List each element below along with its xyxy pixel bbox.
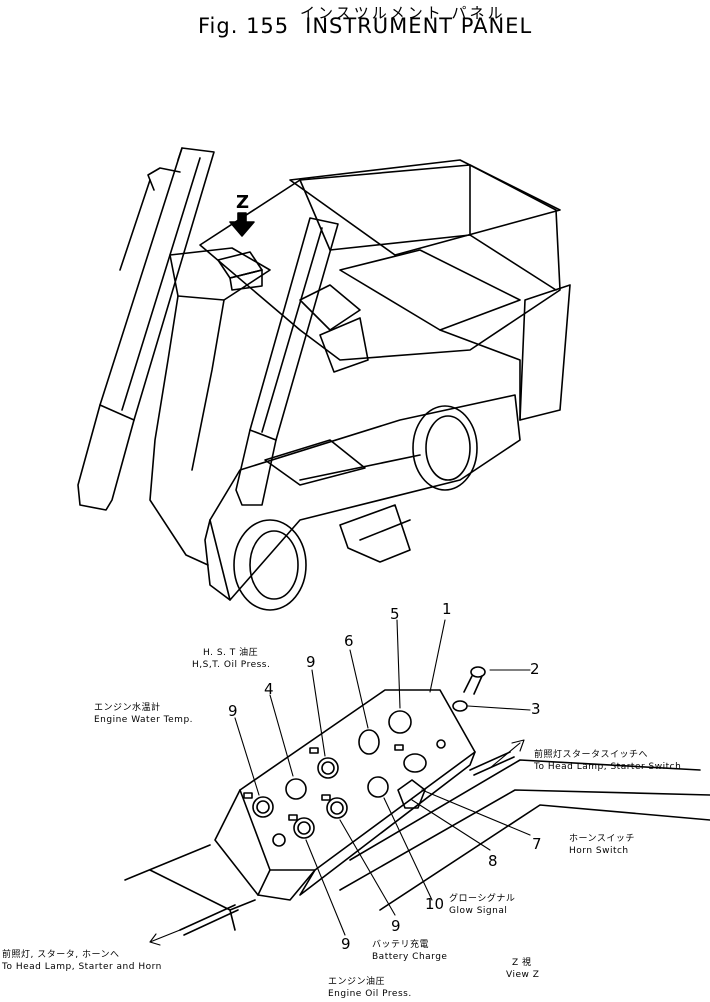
label-head-right-jp: 前照灯スタータスイッチへ — [534, 750, 649, 760]
callout-9-battery: 9 — [391, 917, 401, 935]
lamp-4 — [285, 778, 307, 800]
forklift-illustration: Z — [77, 147, 571, 611]
label-hst-en: H,S,T. Oil Press. — [192, 660, 271, 670]
starter-switch — [403, 753, 427, 773]
view-z-arrow — [229, 212, 255, 237]
label-view-en: View Z — [506, 970, 540, 980]
callout-4: 4 — [264, 680, 274, 698]
bolt — [470, 666, 486, 678]
leader-lines — [149, 619, 531, 946]
gauge-engine-oil-press — [293, 817, 315, 839]
figure-title: Fig. 155 INSTRUMENT PANEL — [198, 14, 548, 38]
label-battery-jp: バッテリ充電 — [372, 940, 430, 950]
callout-2: 2 — [530, 660, 540, 678]
gauges — [243, 666, 486, 847]
figure-caption: INSTRUMENT PANEL — [305, 14, 533, 38]
label-horn-en: Horn Switch — [569, 846, 629, 856]
title-japanese: インスツルメント パネル — [300, 4, 506, 22]
glow-signal-lamp — [367, 776, 389, 798]
label-oil-jp: エンジン油圧 — [328, 977, 386, 987]
view-marker-z: Z — [236, 192, 249, 213]
label-battery-en: Battery Charge — [372, 952, 448, 962]
lamp-5 — [388, 710, 412, 734]
callout-10: 10 — [425, 895, 445, 913]
callout-6: 6 — [344, 632, 354, 650]
callout-1: 1 — [442, 600, 452, 618]
panel-view-z — [124, 689, 710, 936]
callout-9-oil: 9 — [341, 935, 351, 953]
gauge-battery-charge — [326, 797, 348, 819]
label-hst-jp: H. S. T 油圧 — [203, 648, 259, 658]
gauge-water-temp — [252, 796, 274, 818]
callout-8: 8 — [488, 852, 498, 870]
front-wheel — [233, 519, 307, 611]
washer — [452, 700, 468, 712]
label-head-left-jp: 前照灯, スタータ, ホーンへ — [2, 950, 120, 960]
label-oil-en: Engine Oil Press. — [328, 989, 412, 999]
callout-3: 3 — [531, 700, 541, 718]
callout-9-water: 9 — [228, 702, 238, 720]
label-glow-en: Glow Signal — [449, 906, 508, 916]
lamp-6 — [358, 729, 380, 755]
gauge-hst-oil-press — [317, 757, 339, 779]
label-head-right-en: To Head Lamp, Starter Switch — [534, 762, 682, 772]
label-horn-jp: ホーンスイッチ — [569, 834, 635, 844]
label-head-left-en: To Head Lamp, Starter and Horn — [2, 962, 162, 972]
label-water-jp: エンジン水温計 — [94, 703, 161, 713]
rear-wheel — [412, 405, 478, 491]
mast-left — [99, 147, 215, 421]
hood — [199, 164, 561, 361]
label-water-en: Engine Water Temp. — [94, 715, 194, 725]
callout-9-hst: 9 — [306, 653, 316, 671]
figure-number: Fig. 155 — [198, 14, 290, 38]
label-view-jp: Z 視 — [512, 958, 532, 968]
callout-5: 5 — [390, 605, 400, 623]
mast-right — [249, 217, 339, 441]
horn-switch — [397, 779, 426, 809]
callout-7: 7 — [532, 835, 542, 853]
label-glow-jp: グローシグナル — [449, 894, 516, 904]
